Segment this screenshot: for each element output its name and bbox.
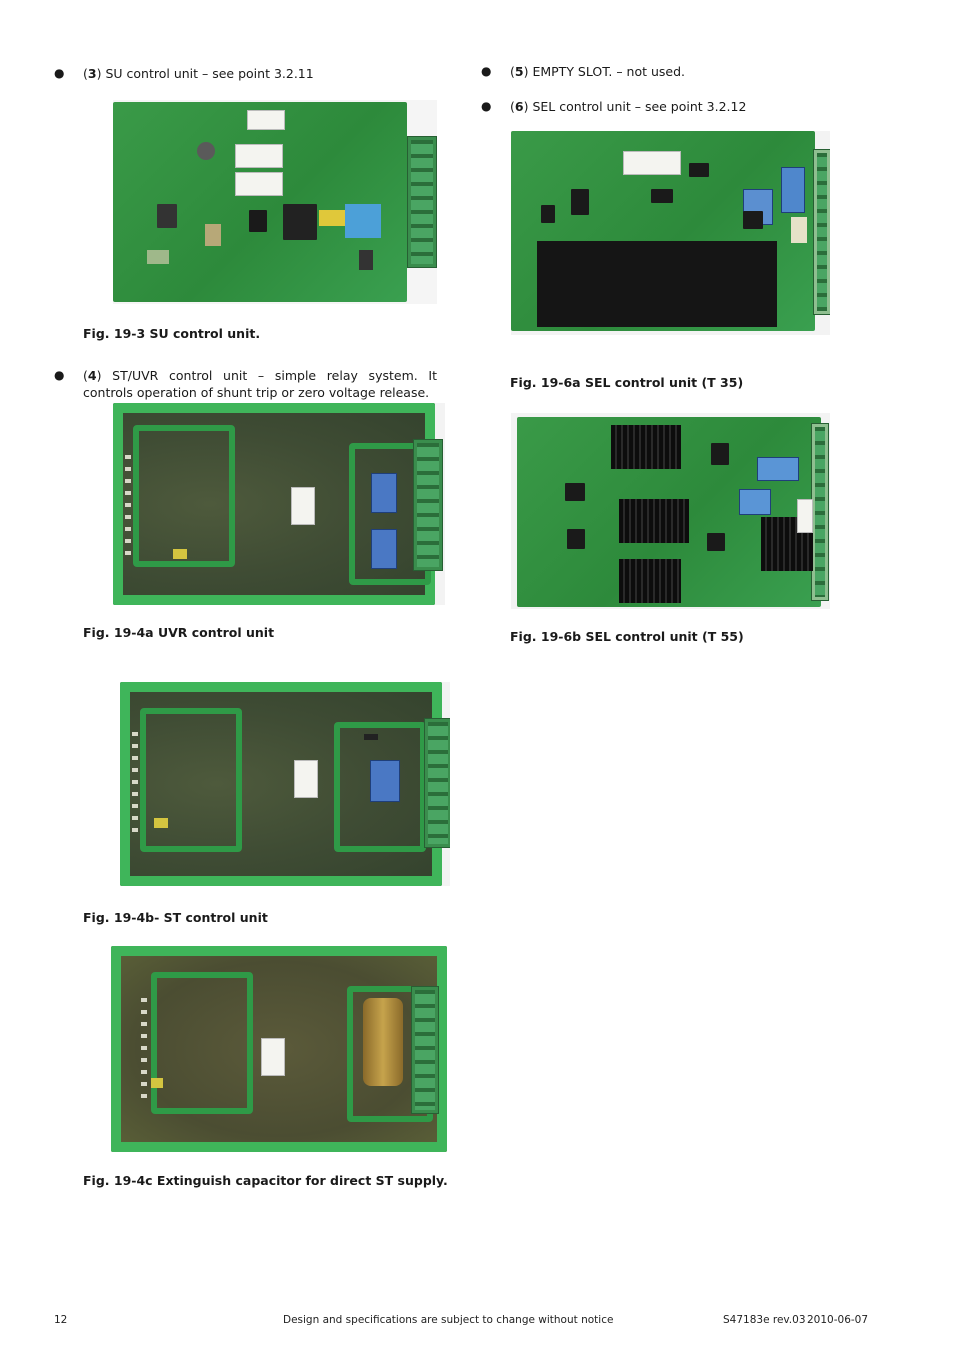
item-text: ST/UVR control unit – simple relay syste…: [83, 368, 437, 400]
item-number: 6: [514, 99, 524, 114]
caption-fig-19-4c: Fig. 19-4c Extinguish capacitor for dire…: [83, 1173, 448, 1188]
caption-fig-19-6a: Fig. 19-6a SEL control unit (T 35): [510, 375, 744, 390]
photo-uvr-control-unit: [113, 403, 445, 605]
bullet: ●: [481, 64, 492, 78]
caption-fig-19-3: Fig. 19-3 SU control unit.: [83, 326, 261, 341]
caption-fig-19-6b: Fig. 19-6b SEL control unit (T 55): [510, 629, 744, 644]
item-number: 3: [87, 66, 97, 81]
bullet: ●: [481, 99, 492, 113]
caption-fig-19-4b: Fig. 19-4b- ST control unit: [83, 910, 268, 925]
photo-st-control-unit: [120, 682, 450, 886]
list-item-su-control: (3) SU control unit – see point 3.2.11: [83, 66, 314, 81]
footer-notice: Design and specifications are subject to…: [283, 1314, 614, 1326]
item-text: SEL control unit – see point 3.2.12: [528, 99, 747, 114]
caption-fig-19-4a: Fig. 19-4a UVR control unit: [83, 625, 275, 640]
list-item-sel-control: (6) SEL control unit – see point 3.2.12: [510, 99, 747, 114]
page-number: 12: [54, 1314, 68, 1326]
photo-su-control-unit: [113, 100, 437, 304]
bullet: ●: [54, 66, 65, 80]
doc-reference: S47183e rev.03: [723, 1314, 806, 1326]
item-text: SU control unit – see point 3.2.11: [101, 66, 314, 81]
item-text: EMPTY SLOT. – not used.: [528, 64, 686, 79]
bullet: ●: [54, 368, 65, 382]
doc-date: 2010-06-07: [807, 1314, 869, 1326]
item-number: 4: [87, 368, 97, 383]
item-number: 5: [514, 64, 524, 79]
photo-sel-control-t55: [511, 413, 830, 609]
list-item-empty-slot: (5) EMPTY SLOT. – not used.: [510, 64, 686, 79]
photo-extinguish-capacitor: [111, 946, 447, 1152]
list-item-st-uvr-control: (4) ST/UVR control unit – simple relay s…: [83, 368, 437, 400]
photo-sel-control-t35: [511, 131, 830, 335]
